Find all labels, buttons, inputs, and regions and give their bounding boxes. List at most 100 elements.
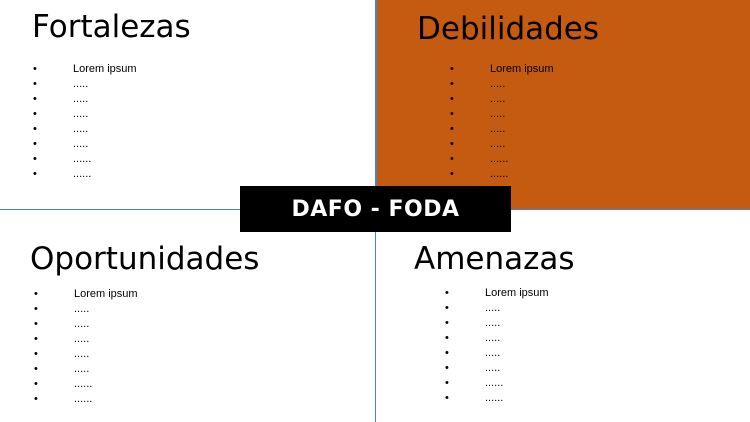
list-item-text: Lorem ipsum (490, 63, 554, 75)
list-item-text: ..... (74, 348, 90, 360)
bullet-icon: • (450, 153, 454, 165)
list-item: •..... (34, 332, 138, 347)
list-item-text: ...... (74, 393, 93, 405)
list-item-text: Lorem ipsum (73, 63, 137, 75)
bullet-list: •Lorem ipsum•.....•.....•.....•.....•...… (33, 62, 137, 182)
bullet-icon: • (445, 332, 449, 344)
bullet-icon: • (33, 108, 37, 120)
center-title-badge: DAFO - FODA (240, 186, 511, 232)
list-item: • Lorem ipsum (34, 287, 138, 302)
bullet-icon: • (450, 123, 454, 135)
list-item: •..... (445, 316, 549, 331)
list-item: •..... (445, 301, 549, 316)
bullet-icon: • (33, 93, 37, 105)
bullet-icon: • (445, 302, 449, 314)
bullet-list: •Lorem ipsum•.....•.....•.....•.....•...… (34, 287, 138, 407)
list-item-text: ..... (73, 123, 89, 135)
bullet-icon: • (33, 168, 37, 180)
list-item-text: ..... (73, 78, 89, 90)
list-item-text: ..... (485, 317, 501, 329)
list-item-text: Lorem ipsum (74, 288, 138, 300)
bullet-list: •Lorem ipsum•.....•.....•.....•.....•...… (445, 286, 549, 406)
bullet-icon: • (445, 287, 449, 299)
list-item-text: ...... (73, 168, 92, 180)
list-item: •..... (33, 137, 137, 152)
bullet-icon: • (450, 63, 454, 75)
bullet-icon: • (445, 392, 449, 404)
list-item-text: ..... (490, 78, 506, 90)
bullet-icon: • (450, 93, 454, 105)
center-title: DAFO - FODA (291, 196, 460, 222)
list-item-text: ..... (485, 332, 501, 344)
list-item-text: ..... (490, 138, 506, 150)
bullet-icon: • (34, 288, 38, 300)
bullet-icon: • (450, 168, 454, 180)
quadrant-title: Debilidades (417, 11, 600, 47)
list-item: •..... (450, 77, 554, 92)
bullet-icon: • (34, 348, 38, 360)
list-item-text: ..... (490, 123, 506, 135)
list-item-text: ..... (74, 303, 90, 315)
bullet-icon: • (450, 138, 454, 150)
list-item: •..... (34, 317, 138, 332)
list-item-text: ...... (74, 378, 93, 390)
quadrant-title: Amenazas (414, 241, 575, 277)
list-item-text: ..... (73, 108, 89, 120)
list-item-text: ...... (490, 153, 509, 165)
bullet-icon: • (33, 138, 37, 150)
list-item: • Lorem ipsum (450, 62, 554, 77)
bullet-icon: • (34, 318, 38, 330)
bullet-icon: • (34, 378, 38, 390)
list-item-text: ..... (485, 362, 501, 374)
list-item-text: ...... (485, 392, 504, 404)
list-item: •..... (33, 92, 137, 107)
list-item: •..... (34, 302, 138, 317)
bullet-icon: • (450, 108, 454, 120)
bullet-icon: • (34, 363, 38, 375)
list-item: •...... (445, 376, 549, 391)
list-item-text: ..... (485, 302, 501, 314)
list-item: •..... (445, 361, 549, 376)
list-item: •...... (33, 152, 137, 167)
quadrant-debilidades: Debilidades •Lorem ipsum•.....•.....•...… (376, 0, 750, 210)
list-item-text: ..... (74, 333, 90, 345)
list-item: •..... (450, 137, 554, 152)
list-item: •..... (34, 362, 138, 377)
quadrant-title: Fortalezas (32, 9, 191, 45)
list-item-text: ..... (74, 363, 90, 375)
quadrant-amenazas: Amenazas •Lorem ipsum•.....•.....•.....•… (376, 210, 750, 422)
bullet-icon: • (34, 303, 38, 315)
list-item: •..... (450, 107, 554, 122)
list-item-text: ...... (490, 168, 509, 180)
bullet-list: •Lorem ipsum•.....•.....•.....•.....•...… (450, 62, 554, 182)
list-item-text: ..... (490, 108, 506, 120)
list-item: •...... (34, 392, 138, 407)
list-item-text: Lorem ipsum (485, 287, 549, 299)
list-item-text: ..... (73, 138, 89, 150)
list-item: •..... (33, 107, 137, 122)
bullet-icon: • (445, 317, 449, 329)
bullet-icon: • (445, 347, 449, 359)
list-item: •...... (33, 167, 137, 182)
list-item-text: ...... (485, 377, 504, 389)
list-item: •..... (445, 346, 549, 361)
bullet-icon: • (445, 362, 449, 374)
bullet-icon: • (33, 123, 37, 135)
bullet-icon: • (33, 153, 37, 165)
bullet-icon: • (445, 377, 449, 389)
list-item: •..... (34, 347, 138, 362)
quadrant-oportunidades: Oportunidades •Lorem ipsum•.....•.....•.… (0, 210, 376, 422)
quadrant-fortalezas: Fortalezas •Lorem ipsum•.....•.....•....… (0, 0, 376, 210)
bullet-icon: • (450, 78, 454, 90)
list-item: •Lorem ipsum (33, 62, 137, 77)
bullet-icon: • (34, 333, 38, 345)
list-item: •...... (450, 152, 554, 167)
list-item-text: ..... (74, 318, 90, 330)
list-item-text: ..... (490, 93, 506, 105)
list-item: •..... (33, 122, 137, 137)
list-item: •...... (34, 377, 138, 392)
list-item-text: ...... (73, 153, 92, 165)
bullet-icon: • (33, 78, 37, 90)
list-item: •..... (450, 122, 554, 137)
bullet-icon: • (34, 393, 38, 405)
